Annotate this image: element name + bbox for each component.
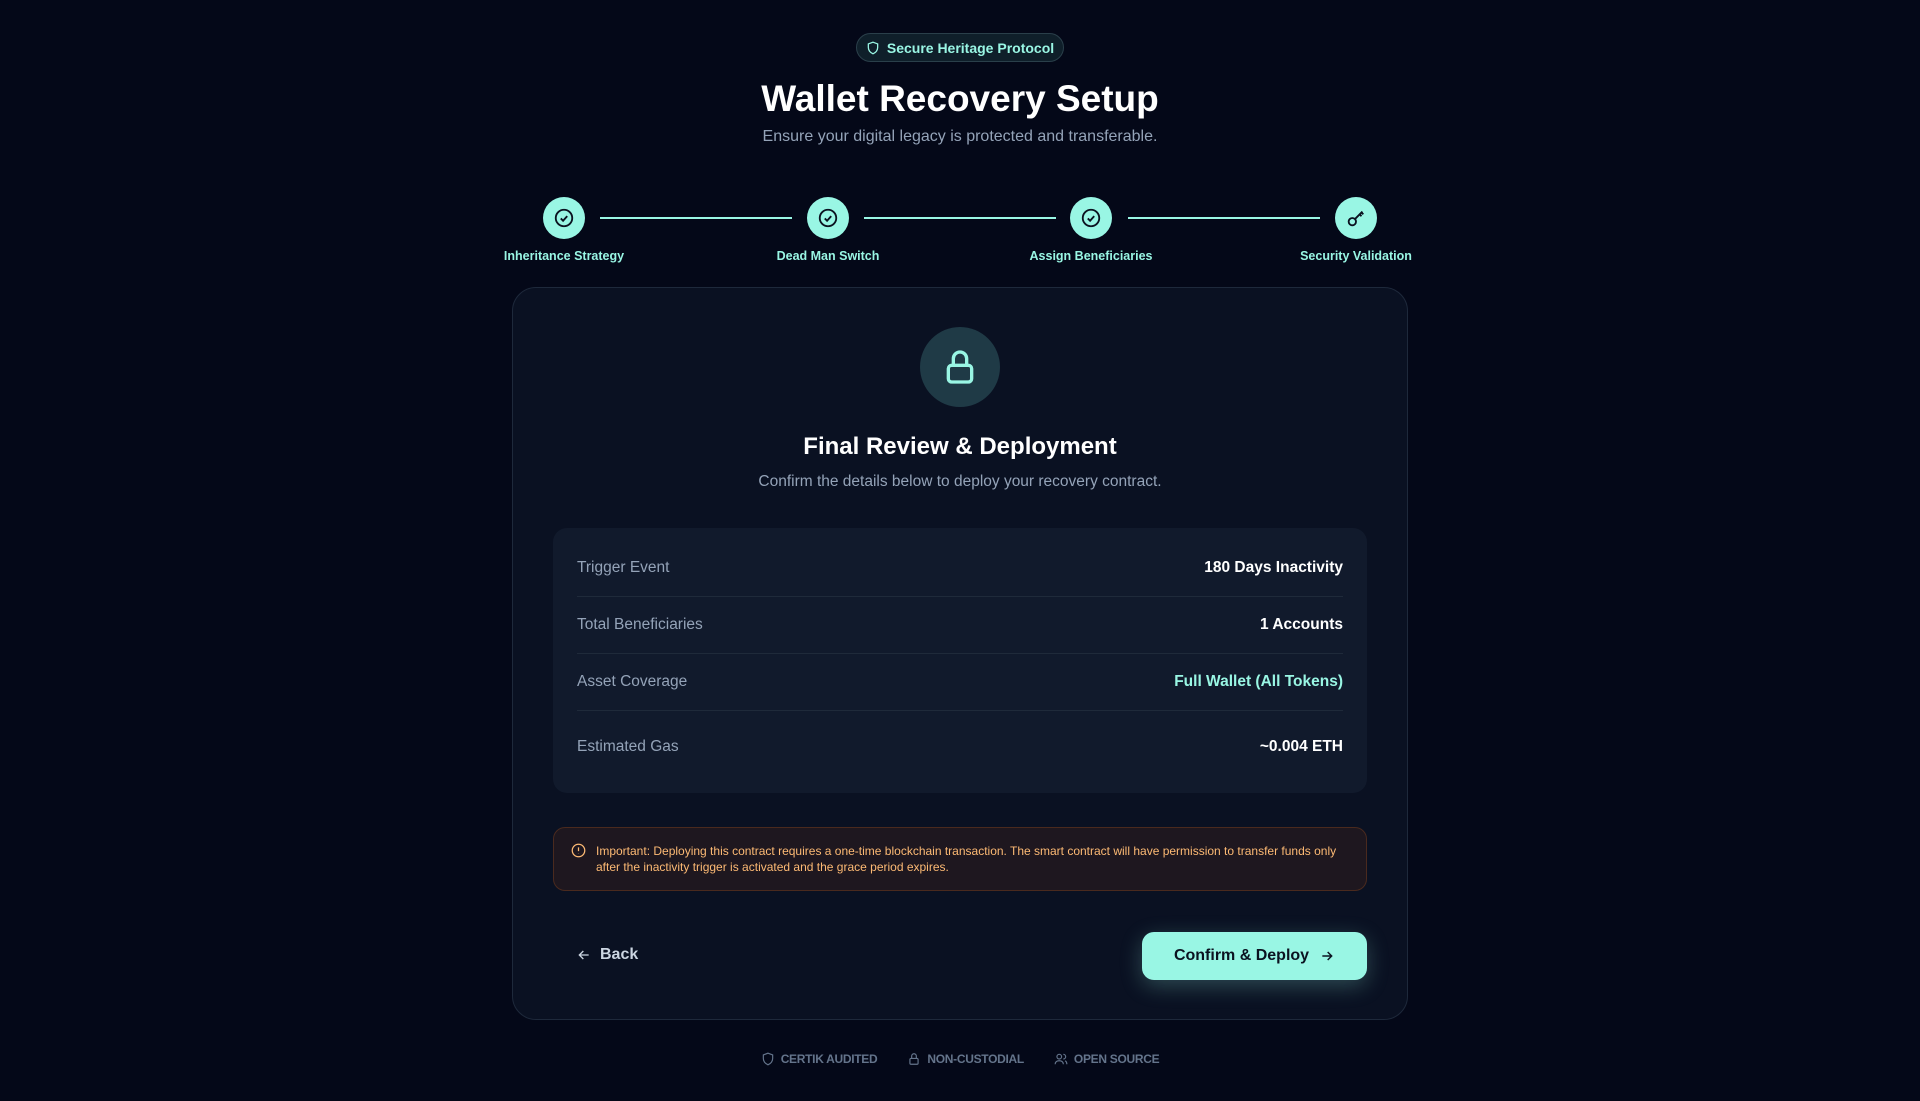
summary-label: Trigger Event — [577, 559, 670, 576]
footer-label: OPEN SOURCE — [1073, 1052, 1160, 1066]
shield-icon — [762, 1052, 773, 1066]
summary-row-estimated-gas: Estimated Gas ~0.004 ETH — [577, 711, 1343, 783]
lock-icon — [920, 327, 1000, 407]
page-subtitle: Ensure your digital legacy is protected … — [762, 128, 1158, 145]
summary-row-total-beneficiaries: Total Beneficiaries 1 Accounts — [577, 597, 1343, 654]
back-label: Back — [600, 946, 639, 963]
users-icon — [1054, 1053, 1068, 1065]
step-label: Security Validation — [1300, 249, 1412, 263]
card-title: Final Review & Deployment — [803, 433, 1117, 460]
footer-label: CERTIK AUDITED — [780, 1052, 878, 1066]
protocol-badge: Secure Heritage Protocol — [856, 33, 1064, 62]
step-assign-beneficiaries[interactable]: Assign Beneficiaries — [1011, 197, 1171, 263]
footer-label: NON-CUSTODIAL — [927, 1052, 1024, 1066]
summary-value: ~0.004 ETH — [1259, 738, 1343, 755]
step-security-validation[interactable]: Security Validation — [1276, 197, 1436, 263]
page-title: Wallet Recovery Setup — [761, 78, 1159, 119]
summary-value: 1 Accounts — [1260, 616, 1343, 633]
summary-label: Asset Coverage — [577, 673, 688, 690]
check-circle-icon — [807, 197, 849, 239]
summary-row-asset-coverage: Asset Coverage Full Wallet (All Tokens) — [577, 654, 1343, 711]
warning-text: Important: Deploying this contract requi… — [596, 844, 1337, 874]
card-subtitle: Confirm the details below to deploy your… — [758, 473, 1162, 490]
footer-item-open-source: OPEN SOURCE — [1054, 1052, 1160, 1066]
step-dead-man-switch[interactable]: Dead Man Switch — [748, 197, 908, 263]
arrow-left-icon — [578, 950, 589, 960]
step-connector — [864, 217, 1056, 219]
summary-label: Estimated Gas — [577, 738, 679, 755]
check-circle-icon — [543, 197, 585, 239]
footer-item-non-custodial: NON-CUSTODIAL — [907, 1052, 1024, 1066]
step-inheritance-strategy[interactable]: Inheritance Strategy — [484, 197, 644, 263]
step-label: Assign Beneficiaries — [1029, 249, 1153, 263]
arrow-right-icon — [1322, 951, 1333, 961]
trust-footer: CERTIK AUDITED NON-CUSTODIAL OPEN SOURCE — [0, 1052, 1920, 1066]
key-icon — [1335, 197, 1377, 239]
step-connector — [1128, 217, 1320, 219]
back-button[interactable]: Back — [576, 943, 638, 967]
alert-circle-icon — [571, 843, 586, 858]
shield-icon — [867, 40, 879, 55]
summary-value: 180 Days Inactivity — [1204, 559, 1343, 576]
step-connector — [600, 217, 792, 219]
badge-label: Secure Heritage Protocol — [886, 39, 1055, 56]
lock-icon — [909, 1053, 920, 1065]
summary-value: Full Wallet (All Tokens) — [1174, 673, 1343, 690]
step-label: Dead Man Switch — [776, 249, 880, 263]
summary-row-trigger-event: Trigger Event 180 Days Inactivity — [577, 540, 1343, 597]
check-circle-icon — [1070, 197, 1112, 239]
summary-label: Total Beneficiaries — [577, 616, 703, 633]
footer-item-certik: CERTIK AUDITED — [761, 1052, 878, 1066]
step-label: Inheritance Strategy — [503, 249, 625, 263]
warning-notice: Important: Deploying this contract requi… — [553, 827, 1367, 891]
confirm-deploy-button[interactable]: Confirm & Deploy — [1142, 932, 1367, 980]
summary-table: Trigger Event 180 Days Inactivity Total B… — [553, 528, 1367, 793]
confirm-label: Confirm & Deploy — [1173, 947, 1310, 964]
